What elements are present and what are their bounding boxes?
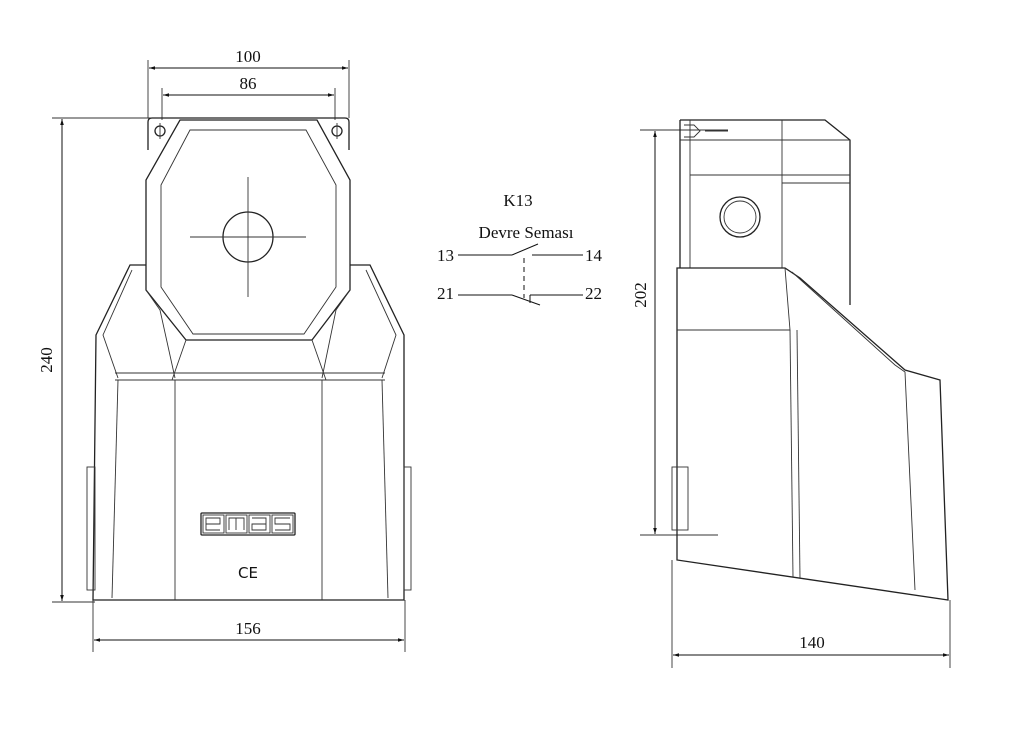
dim-label-240: 240 [37,347,56,373]
dim-label-202: 202 [631,282,650,308]
contact-no [458,243,583,256]
contact-nc [458,294,583,306]
terminal-21: 21 [437,284,454,303]
dimension-240: 240 [37,117,160,603]
terminal-13: 13 [437,246,454,265]
circuit-title: K13 [503,191,532,210]
button-crosshair [190,177,306,297]
terminal-22: 22 [585,284,602,303]
dim-label-140: 140 [799,633,825,652]
mounting-plate [147,117,350,150]
dim-label-86: 86 [240,74,257,93]
cable-gland [719,196,761,238]
dim-label-100: 100 [235,47,261,66]
dimension-156: 156 [92,600,406,652]
emas-logo: CE [200,512,296,582]
front-view: 100 86 240 156 [37,47,412,652]
dimension-86: 86 [161,74,336,120]
circuit-subtitle: Devre Seması [479,223,574,242]
side-view: 202 140 [631,119,951,668]
dimension-100: 100 [147,47,350,118]
terminal-14: 14 [585,246,603,265]
ce-mark: CE [238,564,258,582]
side-tab [403,466,412,591]
lower-body [86,264,412,601]
circuit-diagram: K13 Devre Seması 13 14 21 22 [437,191,603,306]
dim-label-156: 156 [235,619,261,638]
dimension-140: 140 [671,560,951,668]
side-body [671,119,949,601]
side-tab [671,466,689,531]
side-tab [86,466,96,591]
